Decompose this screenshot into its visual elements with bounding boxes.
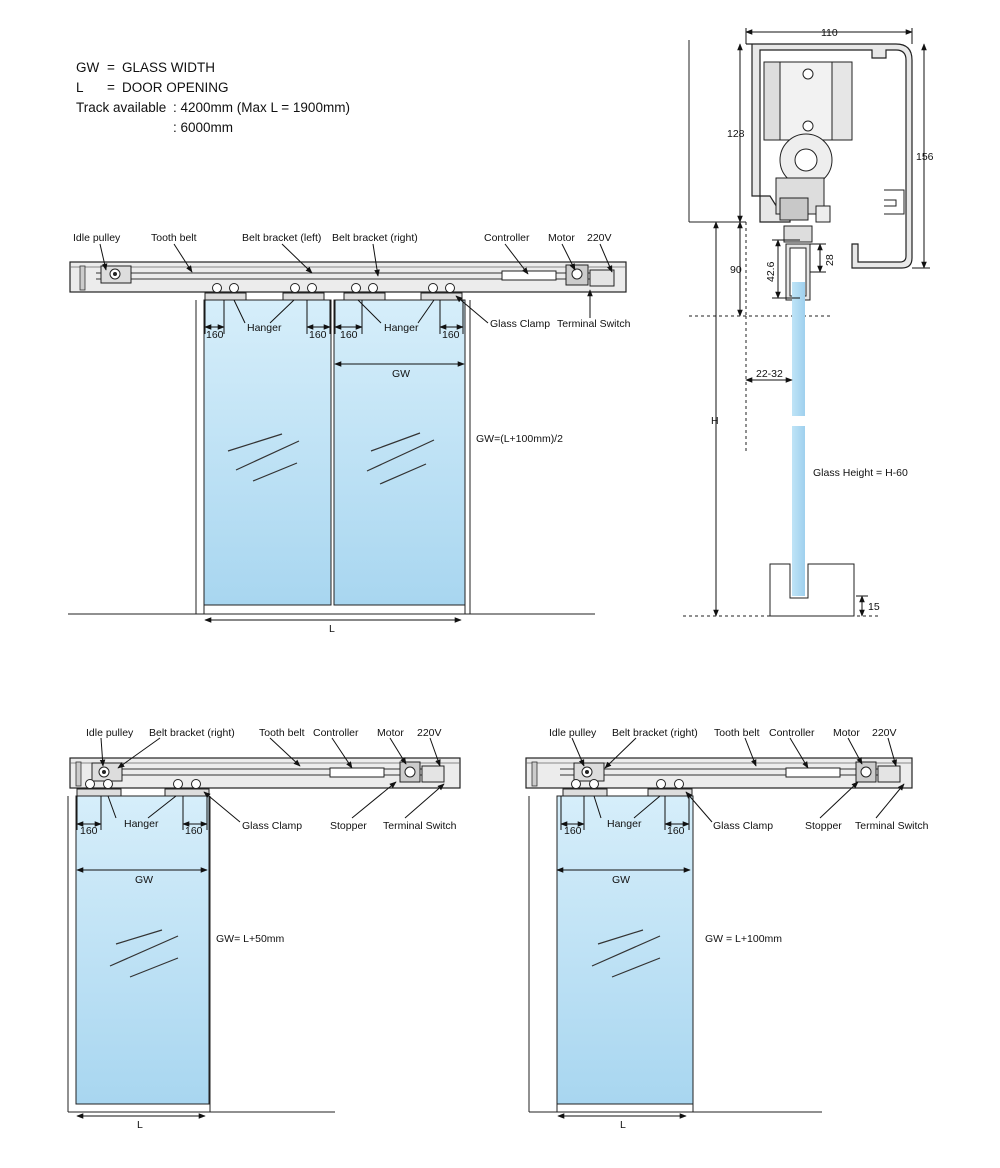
- glass-panel: [556, 795, 694, 1105]
- sl-tooth-belt-label: Tooth belt: [259, 727, 305, 739]
- double-belt-bracket-right-label: Belt bracket (right): [332, 232, 418, 244]
- floor-guide-icon: [769, 563, 855, 617]
- motor-icon: [399, 761, 445, 783]
- double-hanger-label-1: Hanger: [247, 322, 282, 334]
- legend-track-value-1: : 4200mm (Max L = 1900mm): [173, 100, 350, 115]
- section-dim-15: 15: [868, 601, 880, 613]
- legend-track-value-2: : 6000mm: [173, 120, 234, 135]
- sl-gw-label: GW: [135, 874, 153, 886]
- controller-icon: [785, 767, 841, 778]
- idle-pulley-icon: [91, 762, 123, 782]
- sr-stopper-label: Stopper: [805, 820, 842, 832]
- sr-terminal-switch-label: Terminal Switch: [855, 820, 929, 832]
- legend: GW=GLASS WIDTH L=DOOR OPENING Track avai…: [76, 58, 350, 138]
- double-controller-label: Controller: [484, 232, 530, 244]
- controller-icon: [329, 767, 385, 778]
- section-dim-28: 28: [824, 254, 836, 266]
- sl-glass-clamp-label: Glass Clamp: [242, 820, 302, 832]
- sl-hanger-label: Hanger: [124, 818, 159, 830]
- sr-idle-pulley-label: Idle pulley: [549, 727, 597, 739]
- sl-power-label: 220V: [417, 727, 442, 739]
- double-glass-clamp-label: Glass Clamp: [490, 318, 550, 330]
- section-dim-156: 156: [916, 151, 934, 163]
- glass-glare: [591, 929, 661, 978]
- sl-formula-label: GW= L+50mm: [216, 933, 285, 945]
- sr-glass-clamp-label: Glass Clamp: [713, 820, 773, 832]
- section-dim-128: 128: [727, 128, 745, 140]
- sr-controller-label: Controller: [769, 727, 815, 739]
- section-dim-h: H: [711, 415, 719, 427]
- legend-gw-value: GLASS WIDTH: [122, 60, 216, 75]
- sr-motor-label: Motor: [833, 727, 860, 739]
- sl-controller-label: Controller: [313, 727, 359, 739]
- double-terminal-switch-label: Terminal Switch: [557, 318, 631, 330]
- sl-terminal-switch-label: Terminal Switch: [383, 820, 457, 832]
- double-dim-160-c: 160: [340, 329, 358, 341]
- glass-glare: [227, 432, 435, 485]
- sr-belt-bracket-right-label: Belt bracket (right): [612, 727, 698, 739]
- controller-icon: [501, 270, 557, 281]
- sl-stopper-label: Stopper: [330, 820, 367, 832]
- section-dim-110: 110: [821, 27, 838, 39]
- double-power-label: 220V: [587, 232, 612, 244]
- sr-dim-160-b: 160: [667, 825, 685, 837]
- section-diagram: 110 128 156 90 42.6 28 22-32 H Glass Hei…: [683, 27, 934, 617]
- motor-icon: [855, 761, 901, 783]
- section-glass-lower: [792, 426, 805, 596]
- section-dim-22-32: 22-32: [756, 368, 783, 380]
- glass-glare: [109, 929, 179, 978]
- double-gw-label: GW: [392, 368, 410, 380]
- double-dim-160-b: 160: [309, 329, 327, 341]
- double-belt-bracket-left-label: Belt bracket (left): [242, 232, 321, 244]
- double-idle-pulley-label: Idle pulley: [73, 232, 121, 244]
- legend-gw-key: GW: [76, 60, 100, 75]
- motor-icon: [565, 264, 615, 287]
- legend-l-value: DOOR OPENING: [122, 80, 229, 95]
- legend-l-key: L: [76, 80, 84, 95]
- single-door-right-diagram: Idle pulley Belt bracket (right) Tooth b…: [525, 727, 929, 1131]
- sl-l-label: L: [137, 1119, 143, 1131]
- double-dim-160-d: 160: [442, 329, 460, 341]
- sl-idle-pulley-label: Idle pulley: [86, 727, 134, 739]
- double-tooth-belt-label: Tooth belt: [151, 232, 197, 244]
- double-door-diagram: Idle pulley Tooth belt Belt bracket (lef…: [68, 232, 631, 635]
- idle-pulley-icon: [100, 265, 132, 284]
- sl-motor-label: Motor: [377, 727, 404, 739]
- glass-panel-left: [203, 299, 332, 606]
- idle-pulley-icon: [573, 762, 605, 782]
- hanger-icon: [204, 283, 463, 301]
- double-l-label: L: [329, 623, 335, 635]
- section-dim-42-6: 42.6: [765, 261, 777, 282]
- double-hanger-label-2: Hanger: [384, 322, 419, 334]
- sr-l-label: L: [620, 1119, 626, 1131]
- glass-panel: [75, 795, 210, 1105]
- legend-track-label: Track available: [76, 100, 167, 115]
- double-motor-label: Motor: [548, 232, 575, 244]
- track-profile-icon: [746, 43, 913, 301]
- sr-hanger-label: Hanger: [607, 818, 642, 830]
- sl-dim-160-b: 160: [185, 825, 203, 837]
- section-glass-upper: [792, 282, 805, 416]
- double-formula-label: GW=(L+100mm)/2: [476, 433, 563, 445]
- sr-gw-label: GW: [612, 874, 630, 886]
- sr-formula-label: GW = L+100mm: [705, 933, 782, 945]
- glass-panel-right: [333, 299, 466, 606]
- section-dim-90: 90: [730, 264, 742, 276]
- double-dim-160-a: 160: [206, 329, 224, 341]
- single-door-left-diagram: Idle pulley Belt bracket (right) Tooth b…: [67, 727, 461, 1131]
- sr-tooth-belt-label: Tooth belt: [714, 727, 760, 739]
- sl-belt-bracket-right-label: Belt bracket (right): [149, 727, 235, 739]
- section-glass-height: Glass Height = H-60: [813, 467, 908, 479]
- sr-power-label: 220V: [872, 727, 897, 739]
- sr-dim-160-a: 160: [564, 825, 582, 837]
- sl-dim-160-a: 160: [80, 825, 98, 837]
